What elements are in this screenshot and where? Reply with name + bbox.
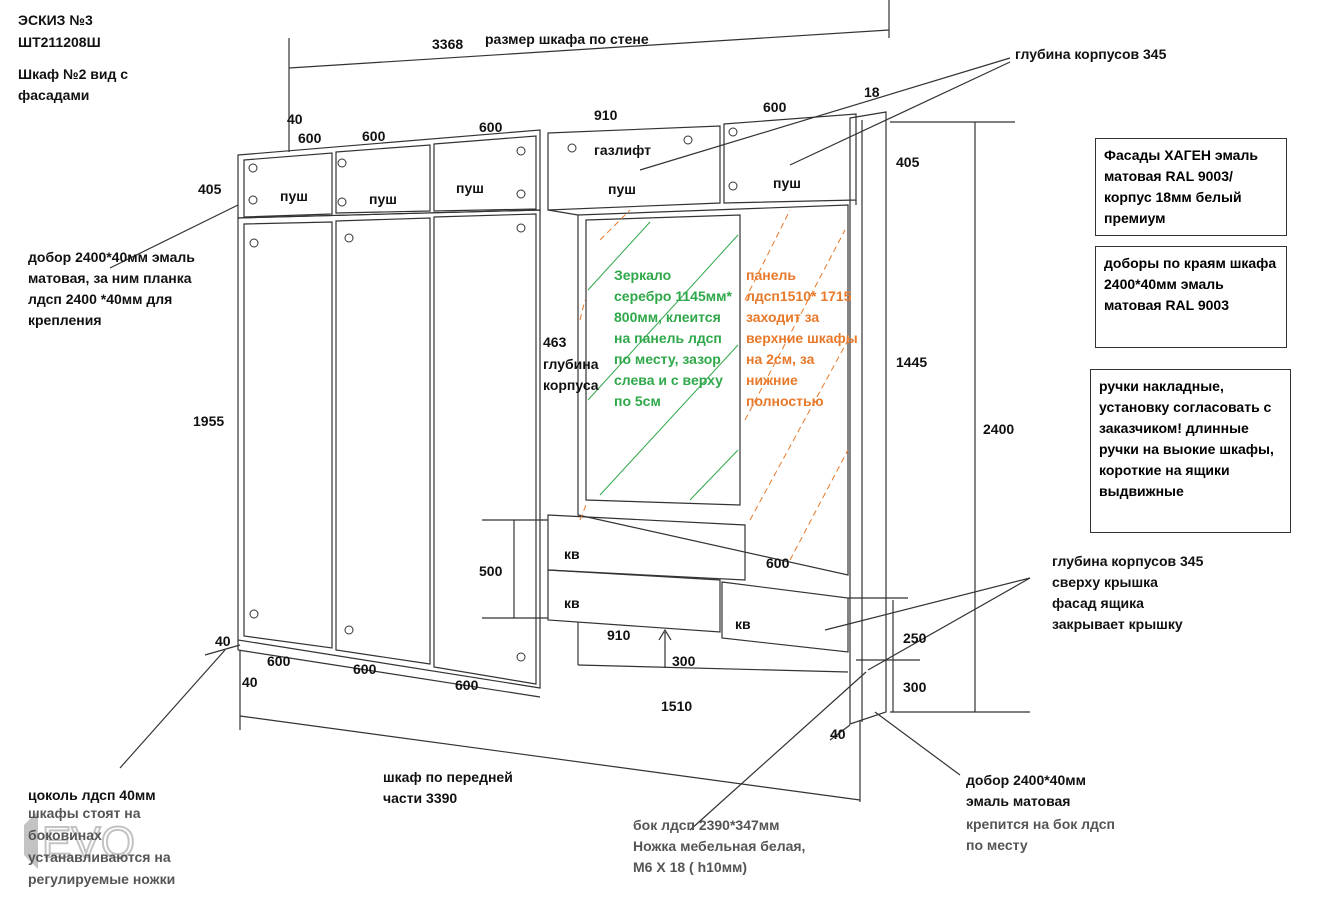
push-label-1: пуш xyxy=(280,188,308,204)
dim-bottom-40-b: 40 xyxy=(242,674,258,690)
dobors-note-box: доборы по краям шкафа 2400*40мм эмаль ма… xyxy=(1095,246,1287,348)
dim-910-bottom: 910 xyxy=(607,627,631,643)
dim-top-600-b: 600 xyxy=(362,128,386,144)
side-panel-note: бок лдсп 2390*347мм Ножка мебельная бела… xyxy=(633,817,806,875)
push-label-2: пуш xyxy=(369,191,397,207)
order-code: ШТ211208Ш xyxy=(18,34,101,50)
depth-463-label: глубина корпуса xyxy=(543,356,599,393)
dim-300-arrow: 300 xyxy=(672,653,696,669)
dim-1445: 1445 xyxy=(896,354,928,370)
push-label-3: пуш xyxy=(456,180,484,196)
drawer-label-2: кв xyxy=(564,595,580,611)
handles-note-box: ручки накладные, установку согласовать с… xyxy=(1090,369,1291,533)
mirror-note: Зеркало серебро 1145мм* 800мм, клеится н… xyxy=(614,267,732,409)
drawer-label-1: кв xyxy=(564,546,580,562)
evo-watermark-logo: EVO xyxy=(24,811,136,869)
panel-note: панель лдсп1510* 1715 заходит за верхние… xyxy=(746,267,858,409)
dim-2400: 2400 xyxy=(983,421,1015,437)
dim-bottom-600-c: 600 xyxy=(455,677,479,693)
push-label-4: пуш xyxy=(608,181,636,197)
facades-note-box: Фасады ХАГЕН эмаль матовая RAL 9003/корп… xyxy=(1095,138,1287,236)
dobor-left-note: добор 2400*40мм эмаль матовая, за ним пл… xyxy=(28,249,195,328)
dim-bottom-600-a: 600 xyxy=(267,653,291,669)
drawer-label-3: кв xyxy=(735,616,751,632)
plinth-note: цоколь лдсп 40мм xyxy=(28,787,156,803)
dim-top-40: 40 xyxy=(287,111,303,127)
plinth-detail-note: шкафы стоят на боковинах устанавливаются… xyxy=(28,805,176,887)
dim-463: 463 xyxy=(543,334,567,350)
dim-1955: 1955 xyxy=(193,413,225,429)
dim-left-405: 405 xyxy=(198,181,222,197)
svg-text:EVO: EVO xyxy=(42,818,135,867)
dobor-right-note: добор 2400*40мм эмаль матовая xyxy=(966,772,1086,809)
dim-600-mid: 600 xyxy=(766,555,790,571)
dim-top-600-d: 600 xyxy=(763,99,787,115)
dim-top-910: 910 xyxy=(594,107,618,123)
dim-top-18: 18 xyxy=(864,84,880,100)
dobor-right-detail: крепится на бок лдсп по месту xyxy=(966,816,1115,853)
dim-1510: 1510 xyxy=(661,698,693,714)
sketch-subtitle: Шкаф №2 вид с фасадами xyxy=(18,66,129,103)
dim-right-405: 405 xyxy=(896,154,920,170)
dim-wall-width-label: размер шкафа по стене xyxy=(485,31,649,47)
dim-500: 500 xyxy=(479,563,503,579)
front-width-note: шкаф по передней части 3390 xyxy=(383,769,513,806)
depth-bottom-note: глубина корпусов 345 сверху крышка фасад… xyxy=(1052,553,1204,632)
dim-bottom-40-a: 40 xyxy=(215,633,231,649)
push-label-5: пуш xyxy=(773,175,801,191)
dim-bottom-40-c: 40 xyxy=(830,726,846,742)
gaslift-label: газлифт xyxy=(594,142,651,158)
dim-bottom-600-b: 600 xyxy=(353,661,377,677)
dim-wall-width: 3368 xyxy=(432,36,464,52)
sketch-number: ЭСКИЗ №3 xyxy=(18,12,93,28)
depth-top-label: глубина корпусов 345 xyxy=(1015,46,1167,62)
dim-300-right: 300 xyxy=(903,679,927,695)
dim-250: 250 xyxy=(903,630,927,646)
dim-top-600-c: 600 xyxy=(479,119,503,135)
dim-top-600-a: 600 xyxy=(298,130,322,146)
